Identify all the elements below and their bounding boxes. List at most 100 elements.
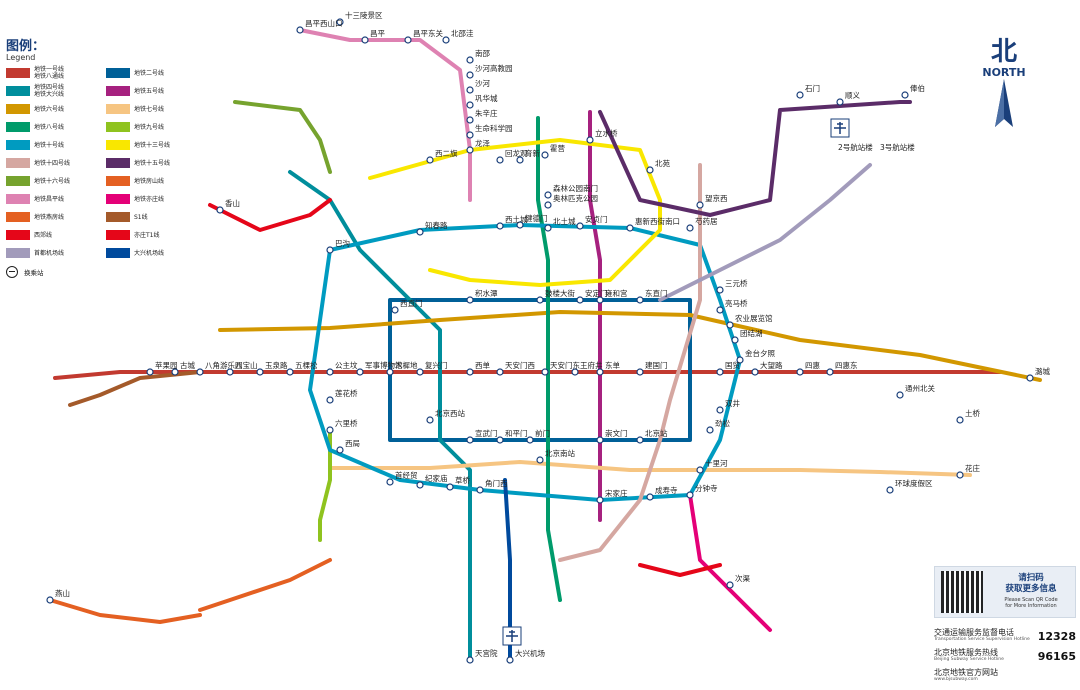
station-marker[interactable] (466, 56, 474, 64)
station-marker[interactable] (326, 396, 334, 404)
station-marker[interactable] (886, 486, 894, 494)
station-label[interactable]: 北邵洼 (451, 28, 474, 38)
station-label[interactable]: 通州北关 (905, 383, 935, 393)
station-label[interactable]: 鼓楼大街 (545, 288, 575, 298)
station-marker[interactable] (636, 436, 644, 444)
station-marker[interactable] (196, 368, 204, 376)
station-marker[interactable] (286, 368, 294, 376)
station-marker[interactable] (541, 368, 549, 376)
station-label[interactable]: 成寿寺 (655, 485, 678, 495)
station-marker[interactable] (336, 446, 344, 454)
station-marker[interactable] (731, 336, 739, 344)
station-marker[interactable] (46, 596, 54, 604)
station-marker[interactable] (386, 478, 394, 486)
website-link[interactable]: www.bjsubway.com (934, 677, 978, 682)
station-label[interactable]: 十三陵景区 (345, 10, 383, 20)
station-label[interactable]: 燕山 (55, 588, 70, 598)
station-label[interactable]: 农业展览馆 (735, 313, 773, 323)
station-label[interactable]: 惠新西街南口 (635, 216, 680, 226)
station-marker[interactable] (544, 224, 552, 232)
station-label[interactable]: 石门 (805, 84, 820, 93)
station-marker[interactable] (1026, 374, 1034, 382)
station-label[interactable]: 崇文门 (605, 428, 628, 438)
station-label[interactable]: 四惠东 (835, 360, 858, 370)
station-marker[interactable] (596, 496, 604, 504)
station-marker[interactable] (626, 224, 634, 232)
station-label[interactable]: 大望路 (760, 360, 783, 370)
station-marker[interactable] (466, 101, 474, 109)
station-label[interactable]: 沙河高教园 (475, 63, 513, 73)
station-label[interactable]: 香山 (225, 198, 240, 208)
station-label[interactable]: 苹果园 (155, 360, 178, 370)
hotline-number[interactable]: 96165 (1037, 650, 1076, 663)
station-label[interactable]: 芍药居 (695, 216, 718, 226)
station-label[interactable]: 十里河 (705, 458, 728, 468)
station-label[interactable]: 草桥 (455, 475, 470, 485)
station-marker[interactable] (466, 116, 474, 124)
station-marker[interactable] (496, 368, 504, 376)
subway-line[interactable] (233, 100, 332, 174)
station-marker[interactable] (646, 493, 654, 501)
subway-line[interactable] (68, 370, 202, 407)
station-marker[interactable] (516, 156, 524, 164)
station-marker[interactable] (736, 356, 744, 364)
station-marker[interactable] (696, 466, 704, 474)
station-marker[interactable] (466, 131, 474, 139)
station-label[interactable]: 国贸 (725, 360, 740, 370)
station-marker[interactable] (686, 491, 694, 499)
station-marker[interactable] (571, 368, 579, 376)
station-marker[interactable] (386, 368, 394, 376)
station-label[interactable]: 北京站 (645, 428, 668, 438)
station-marker[interactable] (596, 296, 604, 304)
station-marker[interactable] (716, 286, 724, 294)
station-marker[interactable] (726, 581, 734, 589)
subway-line[interactable] (328, 460, 972, 477)
station-label[interactable]: 宣武门 (475, 428, 498, 438)
station-label[interactable]: 花庄 (965, 463, 980, 473)
station-marker[interactable] (516, 221, 524, 229)
station-marker[interactable] (466, 146, 474, 154)
station-label[interactable]: 双井 (725, 398, 740, 408)
qr-code-icon[interactable] (941, 571, 983, 613)
station-label[interactable]: 金台夕照 (745, 348, 775, 358)
station-marker[interactable] (326, 246, 334, 254)
station-label[interactable]: 潞城 (1035, 366, 1051, 376)
hotline-number[interactable]: 12328 (1037, 630, 1076, 643)
station-marker[interactable] (956, 471, 964, 479)
subway-line[interactable] (48, 598, 202, 624)
station-label[interactable]: 宋家庄 (605, 488, 628, 498)
station-label[interactable]: 朱辛庄 (475, 108, 498, 118)
station-marker[interactable] (796, 91, 804, 99)
station-label[interactable]: 劲松 (715, 418, 730, 428)
station-marker[interactable] (901, 91, 909, 99)
station-label[interactable]: 北土城 (553, 216, 576, 226)
station-marker[interactable] (466, 436, 474, 444)
station-label[interactable]: 天宫院 (475, 648, 498, 658)
station-marker[interactable] (576, 296, 584, 304)
station-marker[interactable] (466, 296, 474, 304)
subway-line[interactable] (638, 563, 722, 577)
airport-terminal-label[interactable]: 2号航站楼 (838, 142, 873, 152)
station-label[interactable]: 前门 (535, 428, 550, 438)
station-label[interactable]: 分钟寺 (695, 483, 718, 493)
station-label[interactable]: 森林公园南门 (553, 183, 598, 193)
subway-line[interactable] (198, 558, 332, 612)
station-marker[interactable] (361, 36, 369, 44)
station-marker[interactable] (596, 436, 604, 444)
station-label[interactable]: 昌平 (370, 29, 385, 38)
station-label[interactable]: 玉泉路 (265, 360, 288, 370)
station-marker[interactable] (416, 481, 424, 489)
station-marker[interactable] (636, 296, 644, 304)
station-marker[interactable] (716, 368, 724, 376)
station-label[interactable]: 北京西站 (435, 408, 465, 418)
station-label[interactable]: 亮马桥 (725, 298, 748, 308)
station-marker[interactable] (686, 224, 694, 232)
subway-line[interactable] (218, 310, 1042, 382)
station-marker[interactable] (426, 416, 434, 424)
station-label[interactable]: 古城 (180, 360, 195, 370)
station-marker[interactable] (496, 436, 504, 444)
station-label[interactable]: 昌平西山口 (305, 18, 343, 28)
station-label[interactable]: 雍和宫 (605, 288, 628, 298)
station-marker[interactable] (576, 222, 584, 230)
station-label[interactable]: 健德门 (525, 213, 548, 223)
